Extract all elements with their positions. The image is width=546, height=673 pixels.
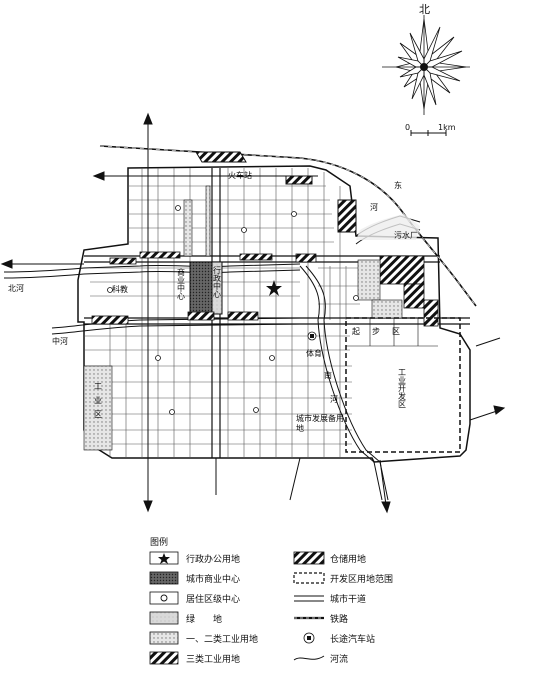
legend-item-label: 一、二类工业用地	[186, 633, 258, 645]
railway-station-label: 火车站	[228, 170, 252, 180]
legend-item-label: 绿 地	[186, 613, 222, 625]
station-warehouse	[195, 151, 247, 163]
city-boundary	[77, 165, 471, 463]
middle-river-label: 中河	[52, 336, 68, 346]
industry-dev-zone-label: 工业开发区	[398, 368, 407, 408]
scale-unit: 1km	[438, 123, 456, 132]
legend-hatch-heavy-icon	[149, 651, 179, 665]
starting-zone-label: 起步区	[352, 327, 412, 336]
he-east-label: 河	[370, 202, 378, 212]
warehouse-north	[285, 175, 313, 185]
legend-dark-fill-icon	[149, 571, 179, 585]
legend-dot-fill-icon	[149, 631, 179, 645]
legend-circle-icon	[160, 594, 168, 602]
legend-light-fill-icon	[149, 611, 179, 625]
city-dev-land-box: 城市发展备用地	[296, 414, 344, 433]
legend-item-label: 城市干道	[330, 593, 366, 605]
industry-west-label: 工业区	[94, 382, 103, 424]
scale-bar: 0 1km	[405, 123, 456, 136]
residential-centers	[107, 205, 359, 415]
gov-center-label: 行政中心	[213, 265, 222, 298]
legend-bus-circle-icon	[303, 632, 315, 644]
legend-item-label: 仓储用地	[330, 553, 366, 565]
legend-river-icon	[293, 655, 325, 661]
south-label: 南	[324, 370, 332, 380]
legend-item-label: 行政办公用地	[186, 553, 240, 565]
industrial-hatch-blocks	[91, 251, 439, 327]
sewage-plant-label: 污水厂	[394, 230, 418, 240]
legend-hatch-bold-icon	[293, 551, 325, 565]
legend: 图例 行政办公用地 仓储用地 城市商业中心 开发区用地范围 居住区级中心 城市干…	[149, 536, 393, 665]
city-dev-land-label: 城市发展备用地	[296, 414, 344, 433]
arterial-roads	[0, 112, 506, 514]
admin-star-icon	[266, 280, 282, 296]
legend-item-label: 长途汽车站	[330, 633, 375, 645]
south-he-label: 河	[330, 394, 338, 404]
legend-item-label: 城市商业中心	[186, 573, 240, 585]
dong-label: 东	[394, 180, 402, 190]
river-bank-sewage	[356, 214, 420, 240]
legend-item-label: 居住区级中心	[186, 593, 240, 605]
legend-dashed-box-icon	[293, 572, 325, 584]
compass-rose-icon	[382, 15, 470, 115]
legend-star-icon	[158, 553, 170, 564]
street-grid	[84, 168, 360, 458]
north-label: 北	[419, 3, 430, 16]
legend-item-label: 铁路	[330, 613, 348, 625]
commercial-center-area	[189, 261, 213, 315]
legend-road-line-icon	[294, 595, 324, 602]
legend-item-label: 河流	[330, 653, 348, 665]
scale-zero: 0	[405, 123, 410, 132]
legend-item-label: 三类工业用地	[186, 653, 240, 665]
science-edu-label: 科教	[112, 284, 128, 294]
warehouse-east	[337, 199, 357, 233]
north-river-label: 北河	[8, 283, 24, 293]
light-industry-blocks	[83, 185, 403, 451]
development-zone-boundary	[345, 317, 461, 453]
legend-title: 图例	[150, 536, 168, 548]
bus-station-icon	[307, 331, 317, 341]
commercial-center-label: 商业中心	[177, 267, 186, 300]
sports-label: 体育	[306, 348, 322, 358]
legend-item-label: 开发区用地范围	[330, 573, 393, 585]
